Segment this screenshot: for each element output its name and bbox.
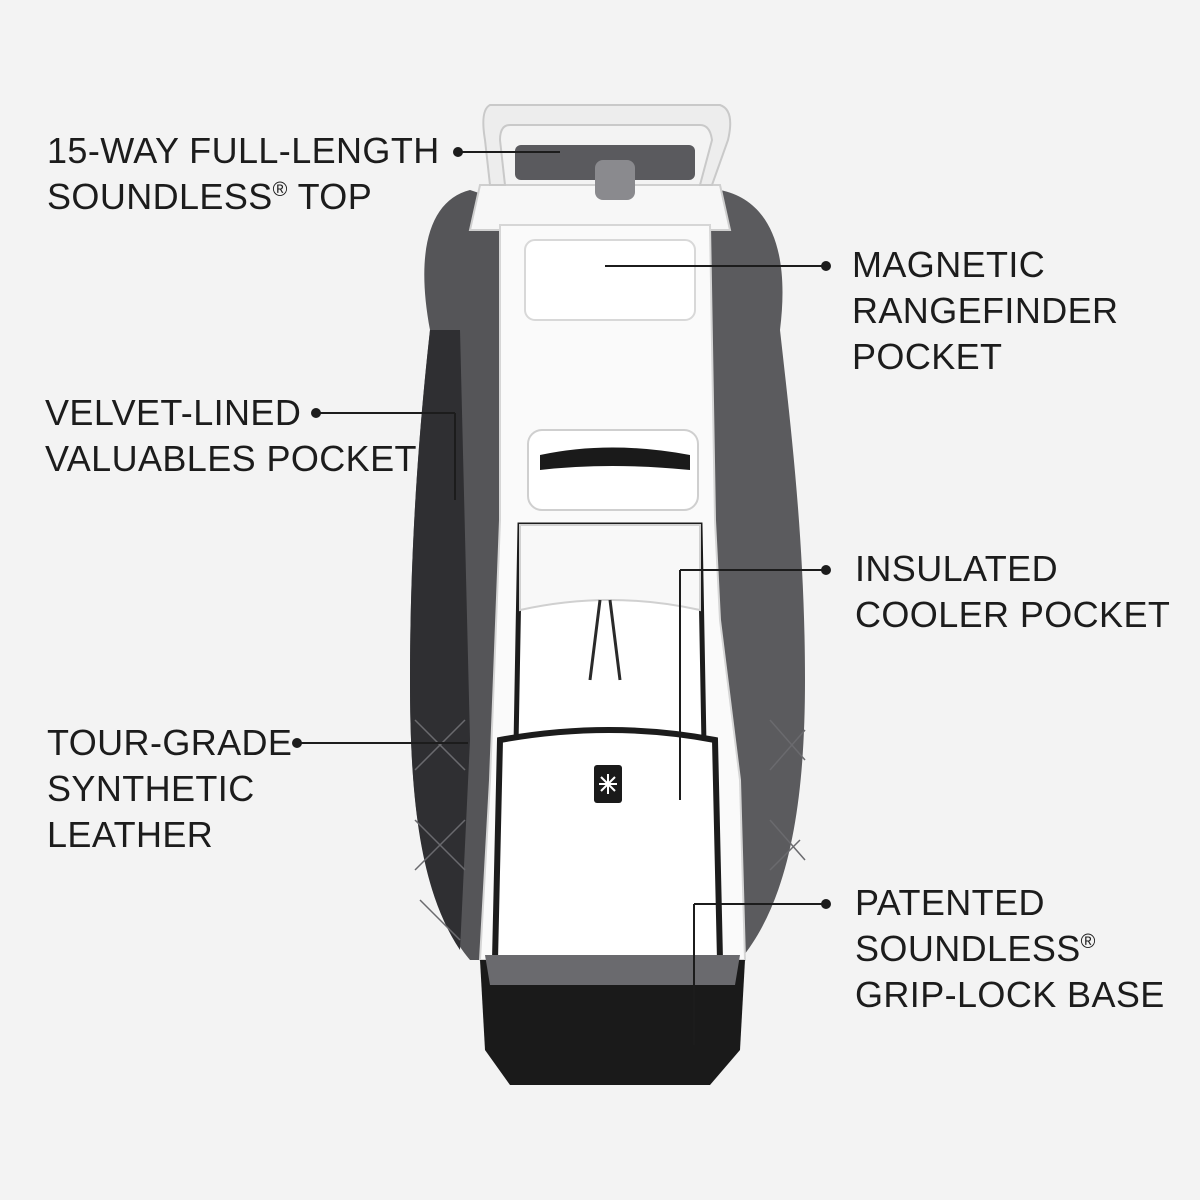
callout-cooler-line2: COOLER POCKET [855,594,1171,635]
base-gray-band [485,955,740,985]
callout-rangefinder-line2: RANGEFINDER [852,290,1119,331]
zipper-pulls [588,599,622,681]
callout-rangefinder-pocket: MAGNETIC RANGEFINDER POCKET [852,242,1118,380]
callout-top-line2: SOUNDLESS® TOP [47,176,373,217]
callout-cooler-pocket: INSULATED COOLER POCKET [855,546,1170,638]
callout-leather-line2: SYNTHETIC [47,768,255,809]
callout-lines [292,147,831,1045]
bag-left-quilted-panel [410,330,470,950]
callout-valuables-line1: VELVET-LINED [45,392,302,433]
valuables-zip-opening [540,447,690,470]
divider-cap [595,160,635,200]
bag-base [480,960,745,1085]
rangefinder-pocket [524,239,696,321]
callout-base-line3: GRIP-LOCK BASE [855,974,1165,1015]
callout-full-length-top: 15-WAY FULL-LENGTH SOUNDLESS® TOP [47,128,440,220]
snowflake-glyph [599,774,617,794]
callout-base-line1: PATENTED [855,882,1045,923]
callout-valuables-line2: VALUABLES POCKET [45,438,417,479]
callout-leather-line1: TOUR-GRADE [47,722,293,763]
callout-synthetic-leather: TOUR-GRADE SYNTHETIC LEATHER [47,720,292,858]
valuables-pocket-flap [527,429,699,511]
callout-grip-lock-base: PATENTED SOUNDLESS® GRIP-LOCK BASE [855,880,1165,1018]
callout-top-line1: 15-WAY FULL-LENGTH [47,130,440,171]
callout-cooler-line1: INSULATED [855,548,1058,589]
callout-rangefinder-line1: MAGNETIC [852,244,1046,285]
callout-base-line2: SOUNDLESS® [855,928,1096,969]
cooler-pocket-top [519,524,701,612]
quilt-pattern [414,719,806,941]
callout-valuables-pocket: VELVET-LINED VALUABLES POCKET [45,390,417,482]
lower-front-pocket [491,727,724,963]
bag-top-cuff [468,184,732,231]
callout-leather-line3: LEATHER [47,814,214,855]
bag-top-handle [482,104,732,186]
callout-rangefinder-line3: POCKET [852,336,1003,377]
